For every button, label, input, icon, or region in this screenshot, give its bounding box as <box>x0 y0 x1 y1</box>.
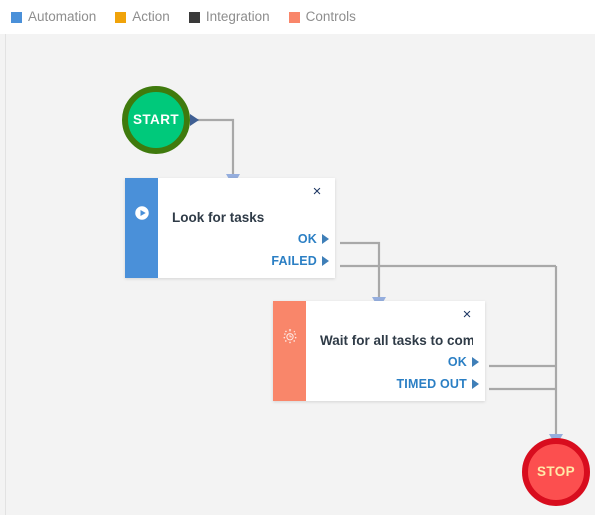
edge-look-ok-to-wait <box>340 241 381 297</box>
node-stop[interactable]: STOP <box>522 438 590 506</box>
port-look-ok-label: OK <box>297 232 317 246</box>
port-wait-ok[interactable]: OK <box>448 351 479 373</box>
port-wait-ok-label: OK <box>447 355 467 369</box>
port-arrow-icon <box>322 234 329 244</box>
look-for-tasks-body: × Look for tasks OK FAILED <box>158 178 335 278</box>
port-look-failed[interactable]: FAILED <box>271 250 329 272</box>
node-start-label: START <box>133 112 179 128</box>
category-legend: Automation Action Integration Controls <box>0 0 608 34</box>
action-swatch-icon <box>115 11 127 23</box>
close-icon[interactable]: × <box>312 183 322 200</box>
port-start-out <box>190 114 199 126</box>
diagram-canvas[interactable]: START STOP × Look for tasks OK <box>0 34 595 515</box>
port-arrow-icon <box>472 357 479 367</box>
stopwatch-icon <box>283 329 296 344</box>
node-stop-label: STOP <box>536 464 576 480</box>
wait-for-tasks-ports: OK TIMED OUT <box>396 351 479 395</box>
legend-label-integration: Integration <box>205 9 270 25</box>
legend-item-automation[interactable]: Automation <box>11 10 96 24</box>
look-for-tasks-accent-bar <box>125 178 158 278</box>
legend-label-action: Action <box>132 9 170 25</box>
node-start[interactable]: START <box>122 86 190 154</box>
source-ports <box>190 114 199 126</box>
wait-for-tasks-accent-bar <box>273 301 306 401</box>
node-look-for-tasks[interactable]: × Look for tasks OK FAILED <box>125 178 335 278</box>
automation-swatch-icon <box>11 11 22 23</box>
look-for-tasks-title: Look for tasks <box>172 210 265 225</box>
legend-label-automation: Automation <box>28 9 97 25</box>
legend-label-controls: Controls <box>305 9 356 25</box>
wait-for-tasks-title: Wait for all tasks to compl... <box>320 333 473 348</box>
node-wait-for-all-tasks[interactable]: × Wait for all tasks to compl... OK TIME… <box>273 301 485 401</box>
canvas-left-divider <box>5 34 6 515</box>
port-arrow-icon <box>472 379 479 389</box>
legend-item-action[interactable]: Action <box>115 10 170 24</box>
controls-swatch-icon <box>288 11 300 23</box>
port-look-failed-label: FAILED <box>271 254 317 268</box>
vertical-scrollbar[interactable] <box>595 34 608 515</box>
play-circle-icon <box>134 206 149 220</box>
close-icon[interactable]: × <box>462 306 472 323</box>
legend-item-integration[interactable]: Integration <box>188 9 270 25</box>
port-wait-timedout[interactable]: TIMED OUT <box>396 373 479 395</box>
port-wait-timedout-label: TIMED OUT <box>396 377 467 391</box>
integration-swatch-icon <box>188 11 200 23</box>
edge-start-to-look <box>196 118 235 174</box>
wait-for-tasks-body: × Wait for all tasks to compl... OK TIME… <box>306 301 485 401</box>
look-for-tasks-ports: OK FAILED <box>271 228 329 272</box>
port-look-ok[interactable]: OK <box>298 228 329 250</box>
port-arrow-icon <box>322 256 329 266</box>
legend-item-controls[interactable]: Controls <box>288 9 356 25</box>
